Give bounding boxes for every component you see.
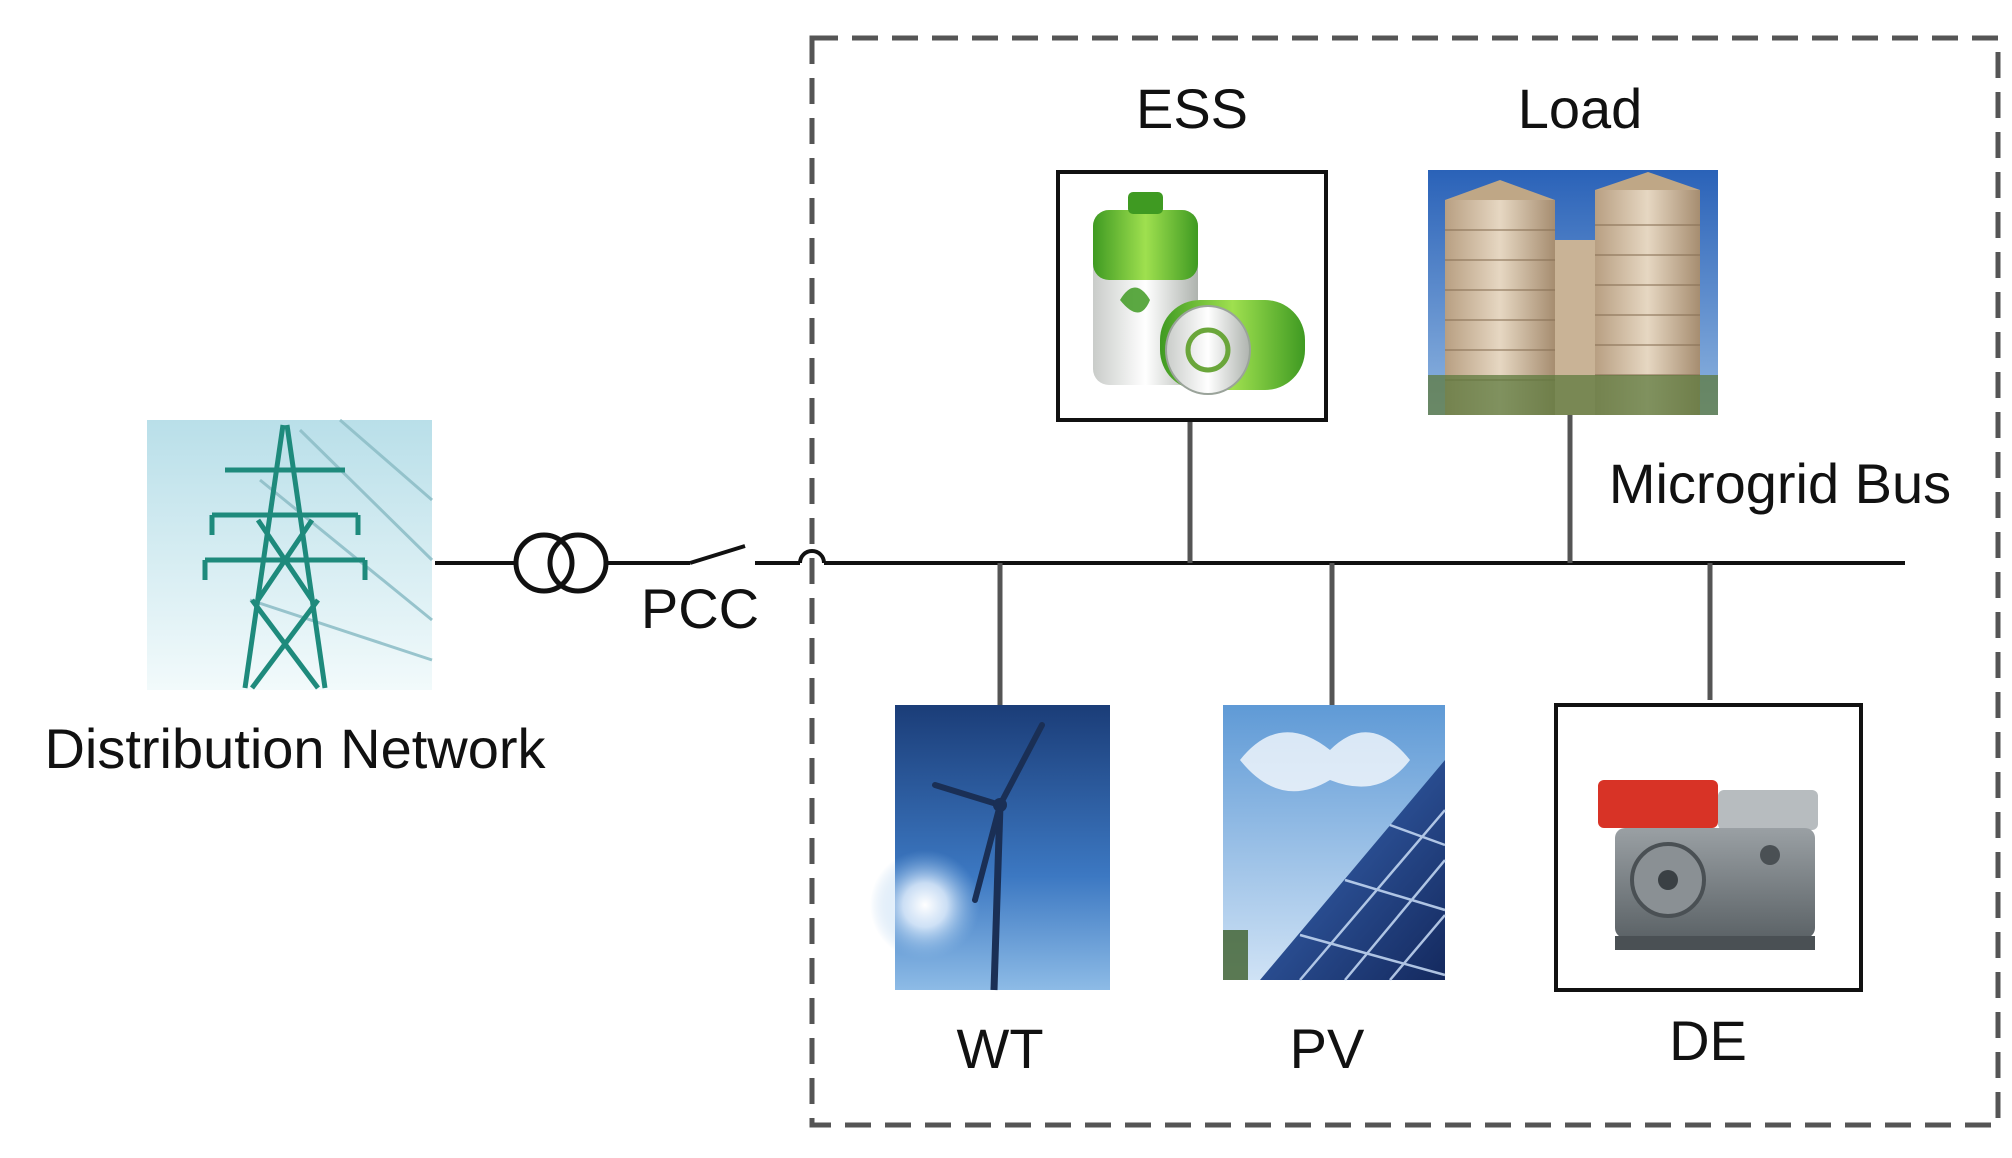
diesel-engine-icon [1554, 703, 1863, 992]
transmission-tower-icon [147, 418, 434, 690]
de-label: DE [1669, 1009, 1747, 1072]
bus-feeders [997, 415, 1713, 705]
pcc-label: PCC [641, 577, 759, 640]
pcc-switch-icon [689, 544, 826, 565]
microgrid-boundary [809, 35, 2001, 1128]
distribution-network-label: Distribution Network [44, 717, 546, 780]
microgrid-bus-label: Microgrid Bus [1609, 452, 1951, 515]
building-icon [1428, 170, 1718, 415]
solar-panel-icon [1223, 705, 1446, 981]
battery-icon [1056, 170, 1328, 422]
ess-label: ESS [1136, 77, 1248, 140]
wt-label: WT [956, 1017, 1043, 1080]
pv-label: PV [1290, 1017, 1365, 1080]
load-label: Load [1518, 77, 1643, 140]
wind-turbine-icon [870, 705, 1110, 991]
transformer-icon [513, 532, 609, 594]
